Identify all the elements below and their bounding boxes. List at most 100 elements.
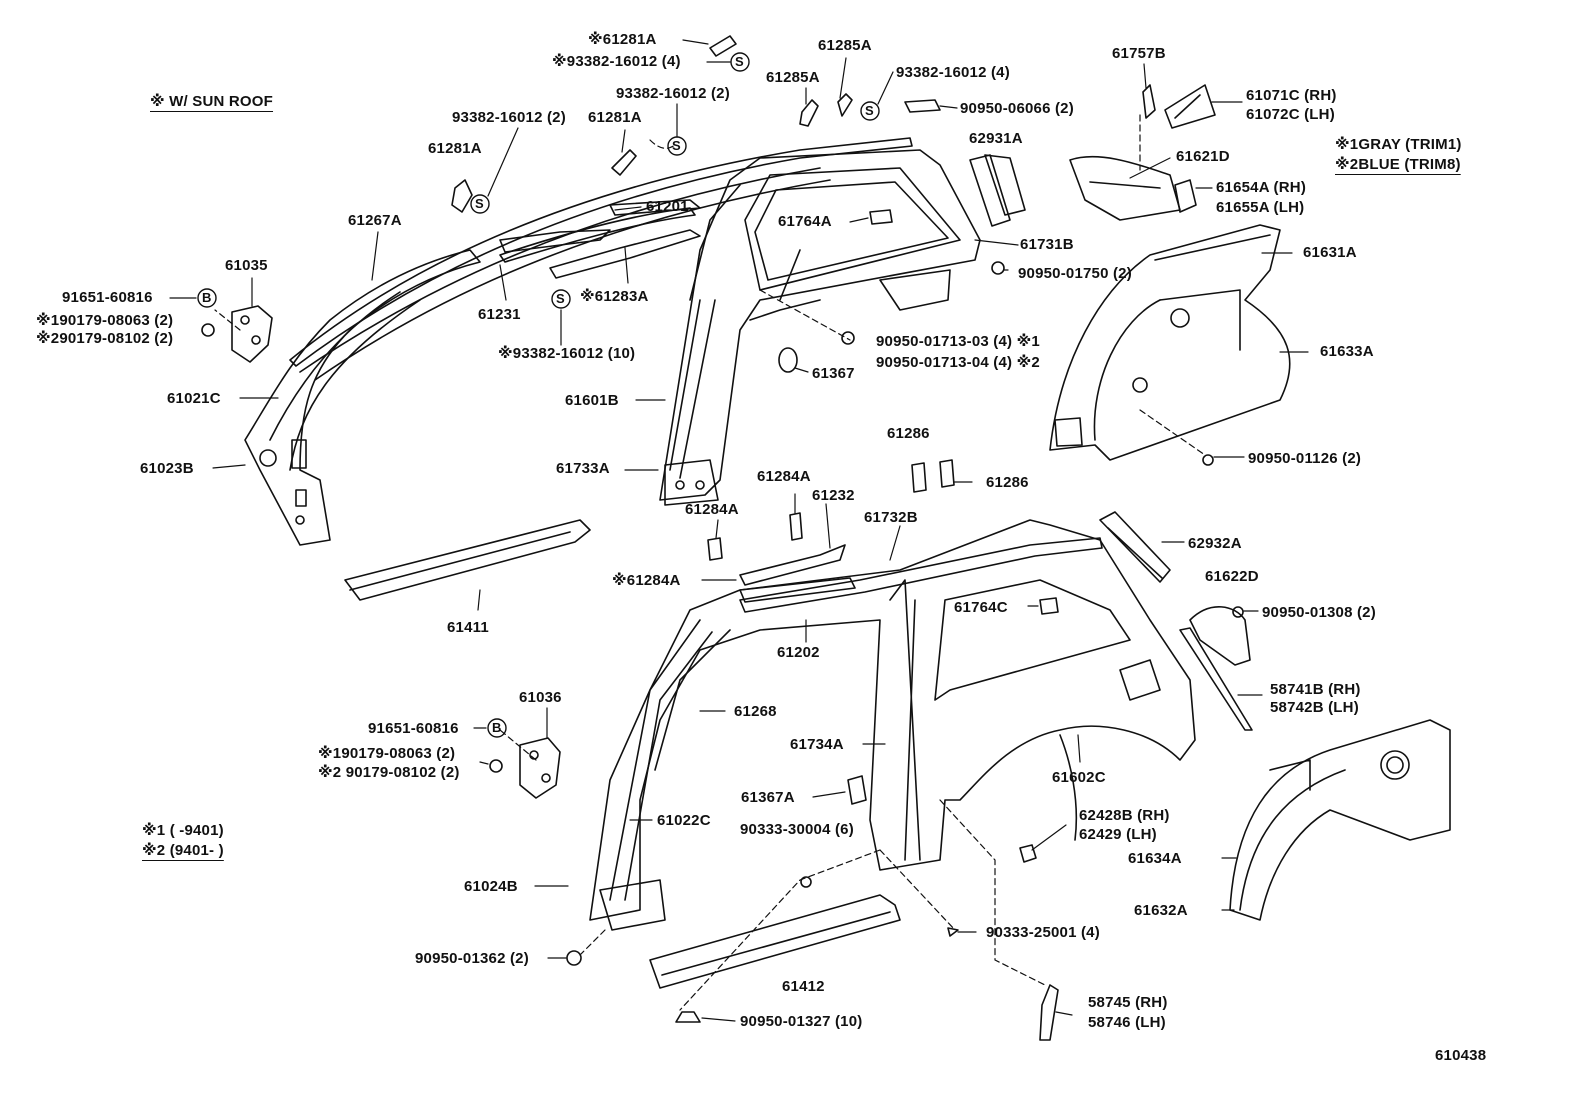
- front-pillar-upper: [244, 249, 481, 546]
- part-label: 58745 (RH): [1088, 994, 1168, 1011]
- rocker-panel-61411: [344, 519, 591, 601]
- part-label: 61231: [478, 306, 521, 323]
- part-label: 58742B (LH): [1270, 699, 1359, 716]
- part-label: 61021C: [167, 390, 221, 407]
- roof-side-rail-upper: [289, 137, 913, 381]
- trim1-note: ※1GRAY (TRIM1): [1335, 136, 1462, 153]
- part-label: 90950-01750 (2): [1018, 265, 1132, 282]
- part-label: 61367: [812, 365, 855, 382]
- part-label: 61201: [646, 198, 689, 215]
- part-label: 61268: [734, 703, 777, 720]
- fastener-glyphs: [201, 261, 1244, 1023]
- rocker-panel-61412: [649, 894, 901, 989]
- part-label: 90950-01308 (2): [1262, 604, 1376, 621]
- bracket-61035: [231, 305, 273, 363]
- part-label: 90333-30004 (6): [740, 821, 854, 838]
- part-label: 61286: [887, 425, 930, 442]
- part-label: 58746 (LH): [1088, 1014, 1166, 1031]
- screw-marker: S: [475, 196, 484, 211]
- part-label: 61601B: [565, 392, 619, 409]
- part-label: 61267A: [348, 212, 402, 229]
- body-side-outer-lower: [589, 519, 1196, 931]
- part-label: 61023B: [140, 460, 194, 477]
- part-label: 61654A (RH): [1216, 179, 1307, 196]
- bracket-61036: [519, 737, 561, 799]
- part-label: 61631A: [1303, 244, 1357, 261]
- screw-marker: S: [735, 54, 744, 69]
- part-label: 61285A: [766, 69, 820, 86]
- part-label: 61757B: [1112, 45, 1166, 62]
- roof-rail-lower: [739, 537, 1103, 613]
- part-label: ※290179-08102 (2): [36, 330, 174, 347]
- leader-lines: [169, 39, 1309, 1022]
- part-label: ※61281A: [588, 31, 657, 48]
- part-label: 61284A: [685, 501, 739, 518]
- part-label: 61285A: [818, 37, 872, 54]
- part-label: 90950-01327 (10): [740, 1013, 863, 1030]
- part-label: 61036: [519, 689, 562, 706]
- marker-circles: [197, 52, 880, 738]
- part-label: 61286: [986, 474, 1029, 491]
- part-label: 61734A: [790, 736, 844, 753]
- part-label: 61764C: [954, 599, 1008, 616]
- part-label: 61202: [777, 644, 820, 661]
- part-label: ※61284A: [612, 572, 681, 589]
- trim2-note: ※2BLUE (TRIM8): [1335, 156, 1461, 173]
- screw-marker: S: [865, 103, 874, 118]
- part-label: 58741B (RH): [1270, 681, 1361, 698]
- part-label: ※61283A: [580, 288, 649, 305]
- part-label: 90333-25001 (4): [986, 924, 1100, 941]
- part-label: 90950-01713-03 (4) ※1: [876, 333, 1040, 350]
- bolt-marker: B: [492, 720, 502, 735]
- part-label: 61764A: [778, 213, 832, 230]
- rear-lower-parts: [1179, 606, 1253, 731]
- part-label: 93382-16012 (4): [896, 64, 1010, 81]
- small-clips-upper: [451, 35, 1026, 227]
- part-label: 61412: [782, 978, 825, 995]
- part-label: 61632A: [1134, 902, 1188, 919]
- screw-marker: S: [672, 138, 681, 153]
- part-label: 61035: [225, 257, 268, 274]
- part-label: 61284A: [757, 468, 811, 485]
- bolt-marker: B: [202, 290, 212, 305]
- part-label: 61072C (LH): [1246, 106, 1335, 123]
- part-label: 61655A (LH): [1216, 199, 1305, 216]
- part-label: 61634A: [1128, 850, 1182, 867]
- part-label: 62428B (RH): [1079, 807, 1170, 824]
- part-label: 61622D: [1205, 568, 1259, 585]
- part-label: 90950-06066 (2): [960, 100, 1074, 117]
- period1-note: ※1 ( -9401): [142, 822, 224, 839]
- part-label: ※2 90179-08102 (2): [318, 764, 460, 781]
- part-label: ※93382-16012 (10): [498, 345, 636, 362]
- dashed-lines: [214, 114, 1206, 1011]
- rear-wheelhouse-lower: [1229, 719, 1451, 921]
- sun-roof-note: ※ W/ SUN ROOF: [150, 93, 274, 110]
- part-label: ※190179-08063 (2): [36, 312, 174, 329]
- part-label: 90950-01362 (2): [415, 950, 529, 967]
- diagram-number: 610438: [1435, 1047, 1487, 1064]
- part-label: 93382-16012 (2): [616, 85, 730, 102]
- part-label: 61024B: [464, 878, 518, 895]
- part-label: 61732B: [864, 509, 918, 526]
- rear-upper-parts: [1069, 84, 1216, 221]
- part-label: 93382-16012 (2): [452, 109, 566, 126]
- part-label: 61071C (RH): [1246, 87, 1337, 104]
- part-label: 61621D: [1176, 148, 1230, 165]
- part-label: 61367A: [741, 789, 795, 806]
- part-label: ※93382-16012 (4): [552, 53, 681, 70]
- rear-wheelhouse-upper: [1049, 224, 1291, 461]
- panel-62932A: [1099, 511, 1171, 583]
- part-label: 61411: [447, 619, 489, 636]
- screw-marker: S: [556, 291, 565, 306]
- part-label: 62429 (LH): [1079, 826, 1157, 843]
- panel-61283A: [499, 229, 701, 279]
- strip-58745: [1039, 984, 1059, 1041]
- part-label: 62932A: [1188, 535, 1242, 552]
- part-label: 61733A: [556, 460, 610, 477]
- part-label: 91651-60816: [368, 720, 459, 737]
- part-label: 61281A: [588, 109, 642, 126]
- part-label: 61633A: [1320, 343, 1374, 360]
- quarter-inner-upper: [659, 149, 981, 506]
